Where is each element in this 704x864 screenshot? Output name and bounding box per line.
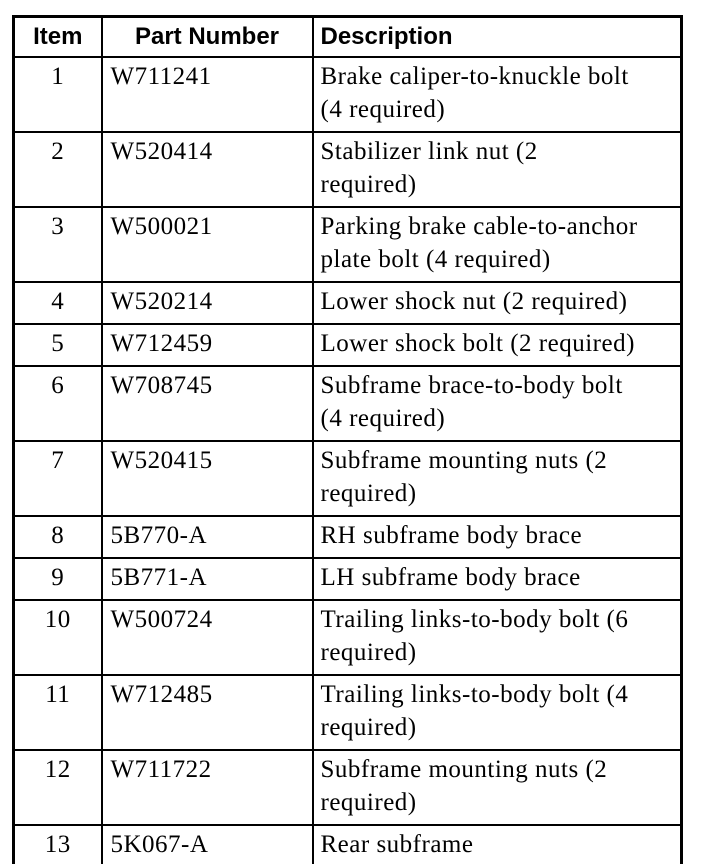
part-number-cell: 5B771-A [100,557,314,601]
part-number-cell: 5B770-A [100,515,314,559]
description-cell: Trailing links-to-body bolt (6 required) [311,599,683,676]
part-number-cell: 5K067-A [100,824,314,864]
item-cell: 6 [12,365,103,442]
item-cell: 1 [12,56,103,133]
description-cell: Stabilizer link nut (2 required) [311,131,683,208]
part-number-cell: W500724 [100,599,314,676]
column-header-item: Item [12,15,103,58]
description-cell: RH subframe body brace [311,515,683,559]
item-cell: 2 [12,131,103,208]
description-cell: Lower shock nut (2 required) [311,281,683,325]
description-cell: Subframe mounting nuts (2 required) [311,749,683,826]
description-cell: Subframe mounting nuts (2 required) [311,440,683,517]
part-number-cell: W712459 [100,323,314,367]
part-number-cell: W520414 [100,131,314,208]
description-cell: Subframe brace-to-body bolt (4 required) [311,365,683,442]
column-header-description: Description [311,15,683,58]
description-cell: Brake caliper-to-knuckle bolt (4 require… [311,56,683,133]
part-number-cell: W708745 [100,365,314,442]
part-number-cell: W520214 [100,281,314,325]
description-cell: LH subframe body brace [311,557,683,601]
item-cell: 13 [12,824,103,864]
description-cell: Lower shock bolt (2 required) [311,323,683,367]
item-cell: 10 [12,599,103,676]
item-cell: 7 [12,440,103,517]
column-header-part-number: Part Number [100,15,314,58]
item-cell: 3 [12,206,103,283]
item-cell: 9 [12,557,103,601]
part-number-cell: W711722 [100,749,314,826]
item-cell: 4 [12,281,103,325]
item-cell: 12 [12,749,103,826]
part-number-cell: W711241 [100,56,314,133]
part-number-cell: W712485 [100,674,314,751]
item-cell: 5 [12,323,103,367]
description-cell: Parking brake cable-to-anchor plate bolt… [311,206,683,283]
description-cell: Trailing links-to-body bolt (4 required) [311,674,683,751]
description-cell: Rear subframe [311,824,683,864]
item-cell: 8 [12,515,103,559]
item-cell: 11 [12,674,103,751]
part-number-cell: W520415 [100,440,314,517]
part-number-cell: W500021 [100,206,314,283]
header-row: Item Part Number Description [12,15,683,58]
